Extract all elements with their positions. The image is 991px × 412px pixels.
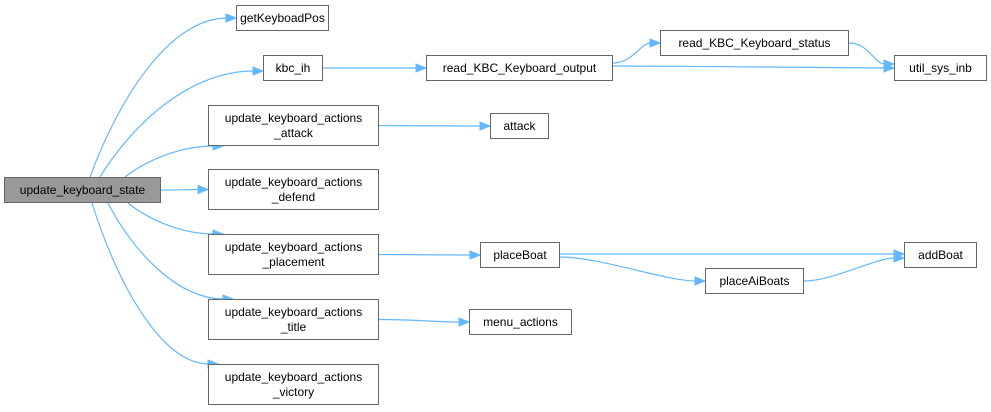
edge-placeBoat-to-placeAiBoats [559,256,707,286]
edge-update_keyboard_state-to-kbc_ih [99,66,265,178]
node-addboat[interactable]: addBoat [904,242,977,268]
edge-update_keyboard_actions_attack-to-attack [378,121,492,131]
node-update-keyboard-actions-placement[interactable]: update_keyboard_actions _placement [208,234,379,275]
node-read-kbc-keyboard-output[interactable]: read_KBC_Keyboard_output [426,55,613,81]
node-placeaiboats[interactable]: placeAiBoats [705,268,804,294]
node-update-keyboard-actions-victory[interactable]: update_keyboard_actions _victory [208,364,379,405]
node-getkeyboadpos[interactable]: getKeyboadPos [236,5,329,31]
edge-update_keyboard_actions_placement-to-placeBoat [378,250,482,260]
edge-read_KBC_Keyboard_status-to-util_sys_inb [848,42,896,69]
edge-update_keyboard_actions_title-to-menu_actions [378,317,471,327]
edge-kbc_ih-to-read_KBC_Keyboard_output [323,63,428,73]
node-placeboat[interactable]: placeBoat [480,242,560,268]
node-update-keyboard-actions-attack[interactable]: update_keyboard_actions _attack [208,105,379,146]
edge-update_keyboard_state-to-update_keyboard_actions_defend [160,184,210,195]
node-attack[interactable]: attack [490,113,549,139]
edge-update_keyboard_state-to-update_keyboard_actions_victory [91,202,220,369]
node-read-kbc-keyboard-status[interactable]: read_KBC_Keyboard_status [660,30,849,56]
edge-placeAiBoats-to-addBoat [803,253,906,282]
edge-placeBoat-to-addBoat [560,249,906,259]
edge-read_KBC_Keyboard_output-to-util_sys_inb [612,63,896,73]
node-util-sys-inb[interactable]: util_sys_inb [894,55,987,81]
node-update-keyboard-actions-defend[interactable]: update_keyboard_actions _defend [208,169,379,210]
node-update-keyboard-actions-title[interactable]: update_keyboard_actions _title [208,299,379,340]
node-menu-actions[interactable]: menu_actions [469,309,572,335]
node-update-keyboard-state: update_keyboard_state [4,177,161,203]
edge-read_KBC_Keyboard_output-to-read_KBC_Keyboard_status [612,38,662,64]
edge-update_keyboard_state-to-getKeyboadPos [89,13,238,178]
node-kbc-ih[interactable]: kbc_ih [263,55,323,81]
